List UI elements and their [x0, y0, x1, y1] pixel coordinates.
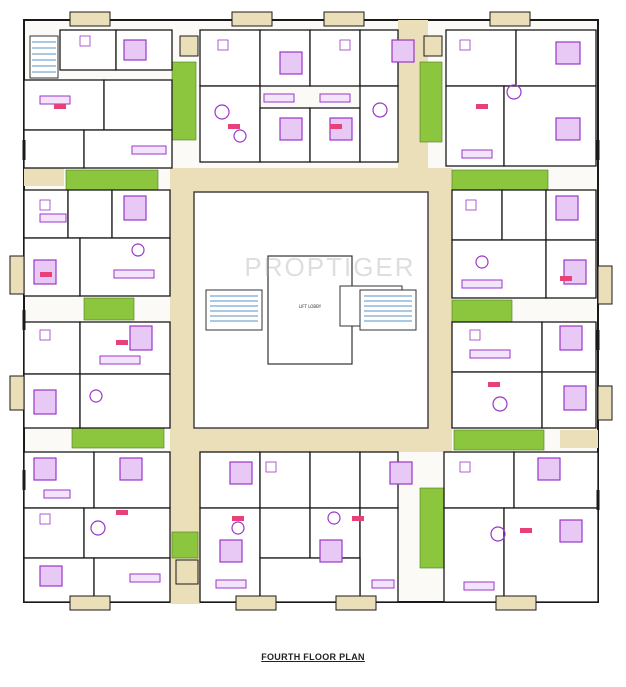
- plan-title: FOURTH FLOOR PLAN: [261, 652, 365, 662]
- staircase-corner: [29, 35, 59, 79]
- toilet-fixtures: [39, 35, 481, 525]
- windows: [22, 140, 600, 510]
- rooms-bottom: [23, 451, 599, 603]
- flat-tags: [40, 104, 572, 533]
- furniture-sofas: [39, 93, 511, 591]
- watermark: PROPTIGER: [244, 252, 416, 282]
- duct-areas: [65, 61, 549, 569]
- lift-lobby-label: LIFT LOBBY: [298, 304, 322, 309]
- staircase-left: [205, 289, 263, 331]
- furniture-dining: [89, 84, 522, 542]
- staircase-right: [359, 289, 417, 331]
- floor-plan: [9, 11, 613, 611]
- balconies: [9, 11, 613, 611]
